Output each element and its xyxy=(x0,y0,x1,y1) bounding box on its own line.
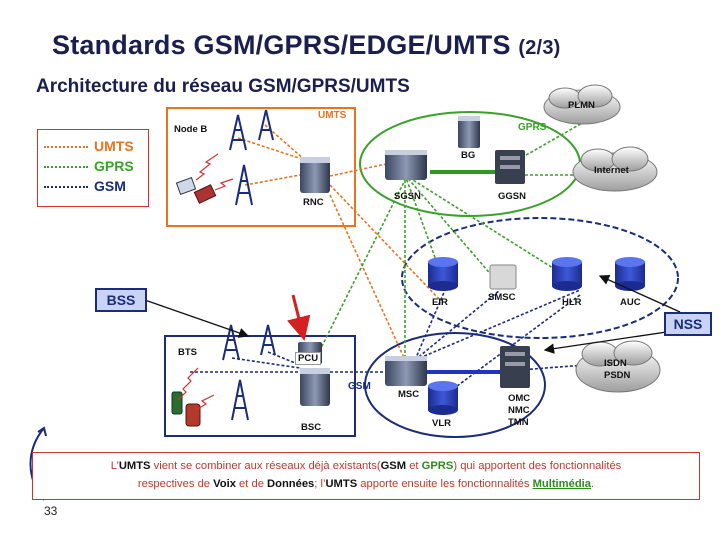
pcu-label: PCU xyxy=(295,352,322,365)
nss-ellipse xyxy=(401,217,679,339)
bts-antenna-3 xyxy=(231,379,249,421)
auc-label: AUC xyxy=(620,297,641,308)
ggsn-server xyxy=(495,150,525,184)
phone-terminal-1 xyxy=(171,391,183,415)
isdn-label: ISDN xyxy=(604,358,627,369)
legend-item-gprs: GPRS xyxy=(44,158,134,174)
rnc-server xyxy=(300,157,330,193)
node-b-label: Node B xyxy=(174,124,208,135)
gprs-zone-label: GPRS xyxy=(518,122,547,133)
legend-item-gsm: GSM xyxy=(44,178,126,194)
smsc-server xyxy=(489,264,517,290)
legend-item-umts: UMTS xyxy=(44,138,134,154)
slide-title: Standards GSM/GPRS/EDGE/UMTS (2/3) xyxy=(52,30,561,61)
omc-server xyxy=(500,346,530,388)
ggsn-label: GGSN xyxy=(498,191,526,202)
umts-zone-label: UMTS xyxy=(318,110,347,121)
laptop-terminal xyxy=(175,176,197,196)
rnc-label: RNC xyxy=(303,197,324,208)
msc-label: MSC xyxy=(398,389,420,400)
bsc-server xyxy=(300,368,330,406)
node-b-antenna-3 xyxy=(235,164,253,206)
gsm-zone-label: GSM xyxy=(348,381,371,392)
internet-label: Internet xyxy=(594,165,629,176)
gsm-ellipse xyxy=(364,332,546,438)
nss-tag: NSS xyxy=(664,312,712,336)
bg-label: BG xyxy=(461,150,476,161)
hlr-label: HLR xyxy=(562,297,582,308)
summary-note: L’UMTS vient se combiner aux réseaux déj… xyxy=(32,452,700,500)
psdn-label: PSDN xyxy=(604,370,631,381)
smsc-label: SMSC xyxy=(488,292,516,303)
bsc-label: BSC xyxy=(301,422,322,433)
bg-server xyxy=(458,116,480,148)
msc-server xyxy=(385,356,427,386)
omc-label: OMC xyxy=(508,393,531,404)
hlr-database xyxy=(552,257,582,291)
phone-terminal-2 xyxy=(185,403,201,427)
internet-cloud xyxy=(572,146,658,192)
bss-tag: BSS xyxy=(95,288,147,312)
node-b-antenna-1 xyxy=(229,114,247,151)
vlr-label: VLR xyxy=(432,418,451,429)
bts-antenna-1 xyxy=(222,324,240,361)
sgsn-server xyxy=(385,150,427,180)
slide-subtitle: Architecture du réseau GSM/GPRS/UMTS xyxy=(36,76,410,97)
bts-label: BTS xyxy=(178,347,197,358)
bts-antenna-2 xyxy=(260,324,276,356)
tmn-label: TMN xyxy=(508,417,529,428)
plmn-label: PLMN xyxy=(568,100,595,111)
note-line-2: respectives de Voix et de Données; l’UMT… xyxy=(137,478,595,490)
nmc-label: NMC xyxy=(508,405,530,416)
umts-box xyxy=(166,107,356,227)
vlr-database xyxy=(428,381,458,415)
gsm-bss-box xyxy=(164,335,356,437)
sgsn-label: SGSN xyxy=(394,191,421,202)
eir-label: EIR xyxy=(432,297,448,308)
node-b-antenna-2 xyxy=(258,109,274,141)
page-number: 33 xyxy=(44,504,58,518)
legend: UMTS GPRS GSM xyxy=(37,129,149,207)
pda-terminal xyxy=(193,184,217,204)
title-main: Standards GSM/GPRS/EDGE/UMTS xyxy=(52,30,511,60)
title-part: (2/3) xyxy=(518,37,561,59)
plmn-cloud xyxy=(543,84,621,125)
note-line-1: L’UMTS vient se combiner aux réseaux déj… xyxy=(110,460,622,472)
eir-database xyxy=(428,257,458,291)
auc-database xyxy=(615,257,645,291)
